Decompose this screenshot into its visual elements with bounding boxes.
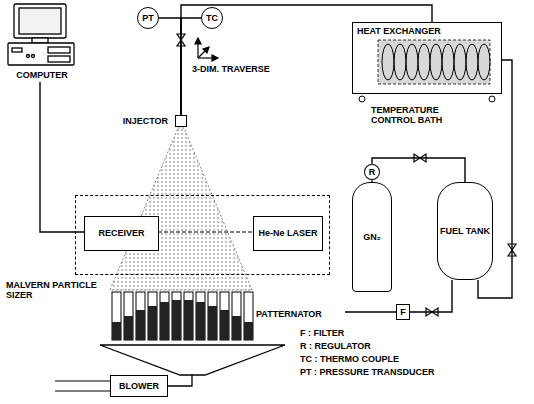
node-label: INJECTOR xyxy=(123,116,168,126)
computer: COMPUTER xyxy=(3,2,81,82)
collection-tube xyxy=(244,292,253,340)
pipe-line xyxy=(40,82,84,232)
tube-liquid xyxy=(232,316,241,340)
blower-box: BLOWER xyxy=(110,375,168,397)
pipe-line xyxy=(372,158,465,182)
receiver-box: RECEIVER xyxy=(84,216,159,251)
node-label: PATTERNATOR xyxy=(256,309,336,319)
tube-liquid xyxy=(208,306,217,340)
coil-frame xyxy=(378,40,490,84)
pipe-line xyxy=(159,18,181,115)
node-label: HEAT EXCHANGER xyxy=(357,26,441,36)
gas-cylinder: GN₂ xyxy=(352,182,392,292)
coil-loop xyxy=(454,44,466,80)
traverse-label: 3-DIM. TRAVERSE xyxy=(192,64,270,74)
heat-exchanger-coil xyxy=(382,44,490,80)
duct xyxy=(55,380,110,381)
laser-beam xyxy=(158,232,252,233)
funnel xyxy=(100,345,285,375)
spray-cone xyxy=(110,128,252,290)
legend-note: TC : THERMO COUPLE xyxy=(300,354,399,364)
node-label: GN₂ xyxy=(363,232,381,242)
coil-loop xyxy=(418,44,430,80)
temperature-bath: HEAT EXCHANGERTEMPERATURE CONTROL BATH xyxy=(352,22,502,94)
coil-loop xyxy=(478,44,490,80)
computer-figure xyxy=(8,4,74,65)
particle-sizer-box: MALVERN PARTICLE SIZERRECEIVERHe-Ne LASE… xyxy=(75,195,330,275)
node-label: R xyxy=(369,167,376,177)
tube-liquid xyxy=(124,316,133,340)
legend-note: R : REGULATOR xyxy=(300,341,371,351)
patternator: PATTERNATOR xyxy=(256,309,336,323)
coil-loop xyxy=(442,44,454,80)
collection-tube xyxy=(148,292,157,340)
laser-box: He-Ne LASER xyxy=(253,216,323,251)
collection-tube xyxy=(136,292,145,340)
node-label: COMPUTER xyxy=(3,70,81,80)
coil-loop xyxy=(406,44,418,80)
collection-tube xyxy=(220,292,229,340)
tube-liquid xyxy=(136,310,145,340)
patternator-tubes xyxy=(112,292,253,340)
duct xyxy=(168,375,192,386)
tube-liquid xyxy=(160,302,169,340)
tube-liquid xyxy=(148,306,157,340)
collection-tube xyxy=(232,292,241,340)
collection-tube xyxy=(208,292,217,340)
pipe xyxy=(345,311,396,312)
node-label: TEMPERATURE CONTROL BATH xyxy=(371,105,483,126)
traverse-arrows xyxy=(195,38,218,61)
node-label: TC xyxy=(206,13,218,23)
legend-note: PT : PRESSURE TRANSDUCER xyxy=(300,367,435,377)
coil-loop xyxy=(466,44,478,80)
node-label: FUEL TANK xyxy=(440,226,490,236)
coil-loop xyxy=(382,44,394,80)
collection-tube xyxy=(184,292,193,340)
node-label: BLOWER xyxy=(119,381,159,391)
node-label: F xyxy=(400,307,406,317)
regulator-circle: R xyxy=(364,164,380,180)
collection-tube xyxy=(112,292,121,340)
tube-liquid xyxy=(184,300,193,340)
collection-tube xyxy=(172,292,181,340)
tube-liquid xyxy=(244,322,253,340)
legend-note: F : FILTER xyxy=(300,328,344,338)
pipe-line xyxy=(410,280,452,312)
collection-tube xyxy=(196,292,205,340)
collection-tube xyxy=(124,292,133,340)
filter-box: F xyxy=(396,304,410,320)
coil-loop xyxy=(394,44,406,80)
node-label: RECEIVER xyxy=(98,228,144,238)
fuel-tank: FUEL TANK xyxy=(437,182,493,280)
transducer-circle: PT xyxy=(137,7,159,29)
tube-liquid xyxy=(112,322,121,340)
collection-tube xyxy=(160,292,169,340)
thermocouple-circle: TC xyxy=(201,7,223,29)
tube-liquid xyxy=(220,310,229,340)
bath-caster xyxy=(489,96,495,102)
bath-caster xyxy=(359,96,365,102)
coil-loop xyxy=(430,44,442,80)
node-label: He-Ne LASER xyxy=(258,228,317,238)
node-label: MALVERN PARTICLE SIZER xyxy=(6,280,98,301)
node-label: PT xyxy=(142,13,154,23)
injector: INJECTOR xyxy=(175,115,187,127)
tube-liquid xyxy=(172,300,181,340)
tube-liquid xyxy=(196,302,205,340)
duct xyxy=(55,390,110,391)
